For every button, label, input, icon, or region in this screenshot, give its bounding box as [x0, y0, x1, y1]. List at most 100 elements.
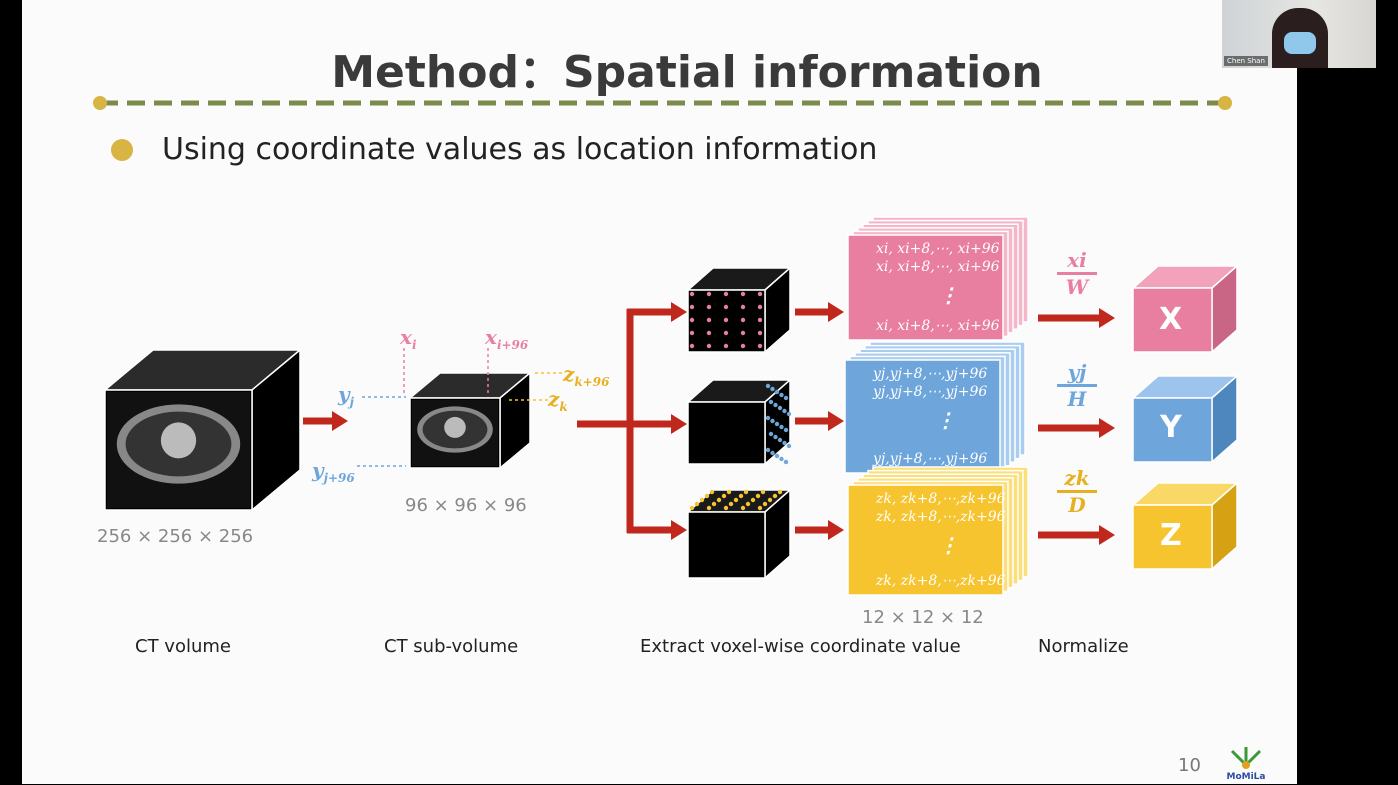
voxel-dot — [689, 330, 695, 336]
voxel-dot — [772, 493, 778, 499]
voxel-dot — [733, 497, 739, 503]
arrow-voxel-0-head — [828, 302, 844, 322]
voxel-dot — [770, 418, 775, 424]
diagram — [93, 96, 1239, 596]
ellipsis-x: ⋮ — [938, 283, 959, 307]
coord-row-z: zk, zk+8,⋯,zk+96 — [876, 509, 1006, 525]
voxel-dot — [723, 304, 729, 310]
voxel-dot — [709, 489, 715, 495]
coord-row-x: xi, xi+8,⋯, xi+96 — [876, 259, 1000, 275]
voxel-dot — [765, 383, 771, 389]
voxel-dot — [760, 489, 766, 495]
voxel-dot — [723, 505, 729, 511]
ellipsis-z: ⋮ — [938, 533, 959, 557]
page-number: 10 — [1178, 755, 1201, 776]
voxel-dot — [779, 392, 784, 398]
ct-image-heart — [160, 422, 197, 459]
voxel-dot — [740, 304, 746, 310]
coord-row-y: yj,yj+8,⋯,yj+96 — [873, 366, 988, 382]
sub-volume-dims: 96 × 96 × 96 — [405, 495, 527, 516]
voxel-dot — [694, 501, 700, 507]
arrow-normalize-1-head — [1099, 418, 1115, 438]
label-xi96: xi+96 — [485, 325, 529, 352]
voxel-dot — [782, 440, 787, 446]
voxel-dot — [783, 395, 789, 401]
voxel-dot — [689, 317, 695, 323]
voxel-dot — [706, 291, 712, 297]
voxel-dot — [779, 456, 784, 462]
bullet-dot — [111, 139, 133, 161]
voxel-dot — [777, 405, 783, 411]
divider-dot — [1218, 96, 1232, 110]
face-mask — [1284, 32, 1316, 54]
label-zk96: zk+96 — [563, 362, 610, 389]
participant-name: Chen Shan — [1224, 56, 1268, 66]
voxel-dot — [723, 330, 729, 336]
stack-front-z — [847, 484, 1004, 596]
stack-front-x — [847, 234, 1004, 341]
voxel-dot — [774, 421, 780, 427]
voxel-dot — [726, 489, 732, 495]
voxel-dot — [716, 497, 722, 503]
voxel-dot — [765, 415, 771, 421]
coord-row-x: xi, xi+8,⋯, xi+96 — [876, 241, 1000, 257]
branch-arrow-2-head — [671, 520, 687, 540]
voxel-dot — [757, 304, 763, 310]
voxel-dims: 12 × 12 × 12 — [862, 607, 984, 628]
voxel-dot — [767, 497, 773, 503]
voxel-dot — [689, 291, 695, 297]
webcam-video[interactable]: Chen Shan — [1222, 0, 1376, 68]
branch-arrow-0-head — [671, 302, 687, 322]
voxel-dot — [740, 330, 746, 336]
label-yj96: yj+96 — [312, 458, 355, 485]
arrow-voxel-2-head — [828, 520, 844, 540]
coord-row-z: zk, zk+8,⋯,zk+96 — [876, 491, 1006, 507]
label-yj: yj — [338, 382, 354, 409]
bullet-text: Using coordinate values as location info… — [162, 132, 878, 167]
coord-row-y: yj,yj+8,⋯,yj+96 — [873, 451, 988, 467]
voxel-cube-2-front — [687, 511, 766, 579]
arrow-voxel-1-head — [828, 411, 844, 431]
stack-front-y — [844, 359, 1001, 474]
voxel-dot — [721, 493, 727, 499]
voxel-dot — [757, 343, 763, 349]
voxel-dot — [723, 343, 729, 349]
voxel-dot — [728, 501, 734, 507]
voxel-dot — [706, 505, 712, 511]
label-xi: xi — [400, 325, 417, 352]
voxel-dot — [757, 505, 763, 511]
voxel-dot — [750, 497, 756, 503]
voxel-dot — [706, 304, 712, 310]
voxel-dot — [774, 389, 780, 395]
ellipsis-y: ⋮ — [935, 408, 956, 432]
coord-row-y: yj,yj+8,⋯,yj+96 — [873, 384, 988, 400]
voxel-dot — [740, 505, 746, 511]
voxel-dot — [757, 291, 763, 297]
output-y-label: Y — [1160, 410, 1182, 445]
voxel-dot — [770, 386, 775, 392]
voxel-dot — [689, 343, 695, 349]
voxel-dot — [786, 443, 792, 449]
voxel-dot — [745, 501, 751, 507]
slide: Method：Spatial information Using coordin… — [22, 0, 1297, 784]
voxel-dot — [689, 304, 695, 310]
voxel-dot — [723, 317, 729, 323]
caption-sub-volume: CT sub-volume — [384, 636, 519, 657]
voxel-dot — [773, 434, 778, 440]
voxel-dot — [770, 450, 775, 456]
voxel-dot — [755, 493, 761, 499]
voxel-cube-1-front — [687, 401, 766, 465]
voxel-dot — [786, 411, 792, 417]
voxel-dot — [783, 459, 789, 465]
voxel-dot — [699, 497, 705, 503]
voxel-dot — [773, 402, 778, 408]
voxel-dot — [706, 330, 712, 336]
slide-title: Method：Spatial information — [331, 47, 1043, 98]
output-z-label: Z — [1160, 518, 1182, 553]
output-x-label: X — [1159, 302, 1183, 337]
svg-text:MoMiLa: MoMiLa — [1227, 772, 1266, 781]
voxel-dot — [757, 317, 763, 323]
